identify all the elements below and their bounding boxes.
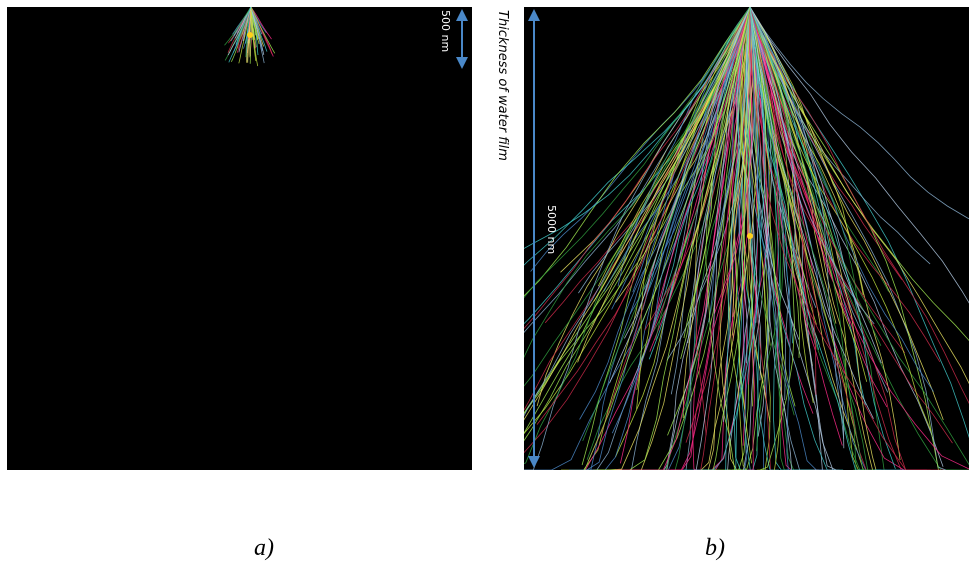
particle-track: [696, 7, 751, 351]
particle-track: [749, 7, 873, 470]
particle-track: [743, 7, 779, 470]
particle-track: [248, 7, 252, 36]
thickness-label: Thickness of water film: [495, 10, 510, 161]
particle-track: [749, 7, 969, 404]
particle-track: [613, 7, 751, 470]
particle-track: [749, 7, 772, 437]
panel-a-scale-label: 500 nm: [439, 10, 452, 53]
particle-track: [731, 7, 751, 336]
particle-track: [242, 7, 252, 42]
particle-track: [749, 7, 931, 470]
particle-track: [735, 7, 761, 470]
particle-tracks: [524, 7, 969, 470]
particle-track: [749, 7, 817, 395]
particle-track: [749, 7, 969, 304]
particle-track: [749, 7, 882, 364]
particle-track: [749, 7, 953, 444]
particle-track: [577, 7, 751, 363]
particle-track: [749, 7, 791, 470]
particle-track: [749, 7, 857, 470]
particle-track: [749, 7, 969, 466]
particle-track: [524, 7, 751, 465]
particle-track: [749, 7, 944, 421]
particle-track: [749, 7, 793, 470]
particle-track: [749, 7, 969, 385]
scale-arrow-head-top: [528, 9, 540, 21]
impact-marker: [247, 32, 253, 38]
particle-track: [705, 7, 751, 470]
particle-track: [224, 7, 252, 46]
particle-track: [683, 7, 766, 470]
particle-track: [524, 7, 751, 299]
panel-a-scale-arrow: [456, 9, 468, 69]
particle-track: [749, 7, 969, 470]
particle-track: [250, 7, 276, 54]
panel-a-caption: a): [254, 535, 274, 561]
particle-track: [749, 7, 969, 220]
particle-track: [250, 7, 265, 55]
panel-b-track-plot: [524, 7, 969, 470]
particle-track: [235, 7, 252, 45]
particle-track: [749, 7, 932, 432]
panel-a-simulation: [7, 7, 472, 470]
particle-track: [749, 7, 817, 350]
panel-b-caption: b): [705, 535, 725, 561]
particle-track: [749, 7, 868, 382]
particle-track: [743, 7, 771, 423]
particle-track: [749, 7, 969, 439]
particle-track: [584, 7, 751, 470]
particle-track: [524, 7, 751, 297]
particle-track: [749, 7, 875, 325]
particle-track: [621, 7, 751, 470]
particle-track: [616, 7, 751, 470]
particle-track: [749, 7, 875, 470]
particle-track: [524, 7, 751, 330]
particle-track: [749, 7, 823, 470]
particle-track: [695, 7, 751, 470]
particle-track: [609, 7, 751, 383]
panel-a-track-plot: [224, 7, 468, 69]
particle-track: [703, 7, 751, 470]
particle-track: [732, 7, 773, 470]
particle-track: [749, 7, 874, 419]
particle-track: [593, 7, 751, 302]
particle-track: [250, 7, 272, 40]
particle-track: [749, 7, 845, 440]
panel-b-scale-arrow: [528, 9, 540, 468]
particle-track: [719, 7, 754, 470]
particle-track: [524, 7, 751, 421]
particle-track: [637, 7, 751, 368]
particle-track: [663, 7, 751, 470]
impact-marker: [747, 233, 753, 239]
particle-track: [611, 7, 751, 434]
scale-arrow-head-bottom: [528, 456, 540, 468]
particle-track: [655, 7, 751, 341]
particle-track: [749, 7, 819, 470]
particle-track: [749, 7, 825, 470]
particle-track: [595, 7, 751, 470]
particle-track: [700, 7, 757, 470]
particle-track: [670, 7, 753, 470]
particle-track: [749, 7, 813, 470]
particle-track: [749, 7, 882, 346]
particle-track: [749, 7, 934, 392]
panel-b-simulation: [524, 7, 969, 470]
particle-track: [749, 7, 896, 470]
panel-b-scale-label: 5000 nm: [545, 205, 558, 255]
particle-track: [524, 7, 751, 249]
scale-arrow-head-top: [456, 9, 468, 21]
scale-arrow-head-bottom: [456, 57, 468, 69]
particle-track: [590, 7, 751, 470]
particle-track: [749, 7, 784, 470]
particle-track: [749, 7, 851, 324]
